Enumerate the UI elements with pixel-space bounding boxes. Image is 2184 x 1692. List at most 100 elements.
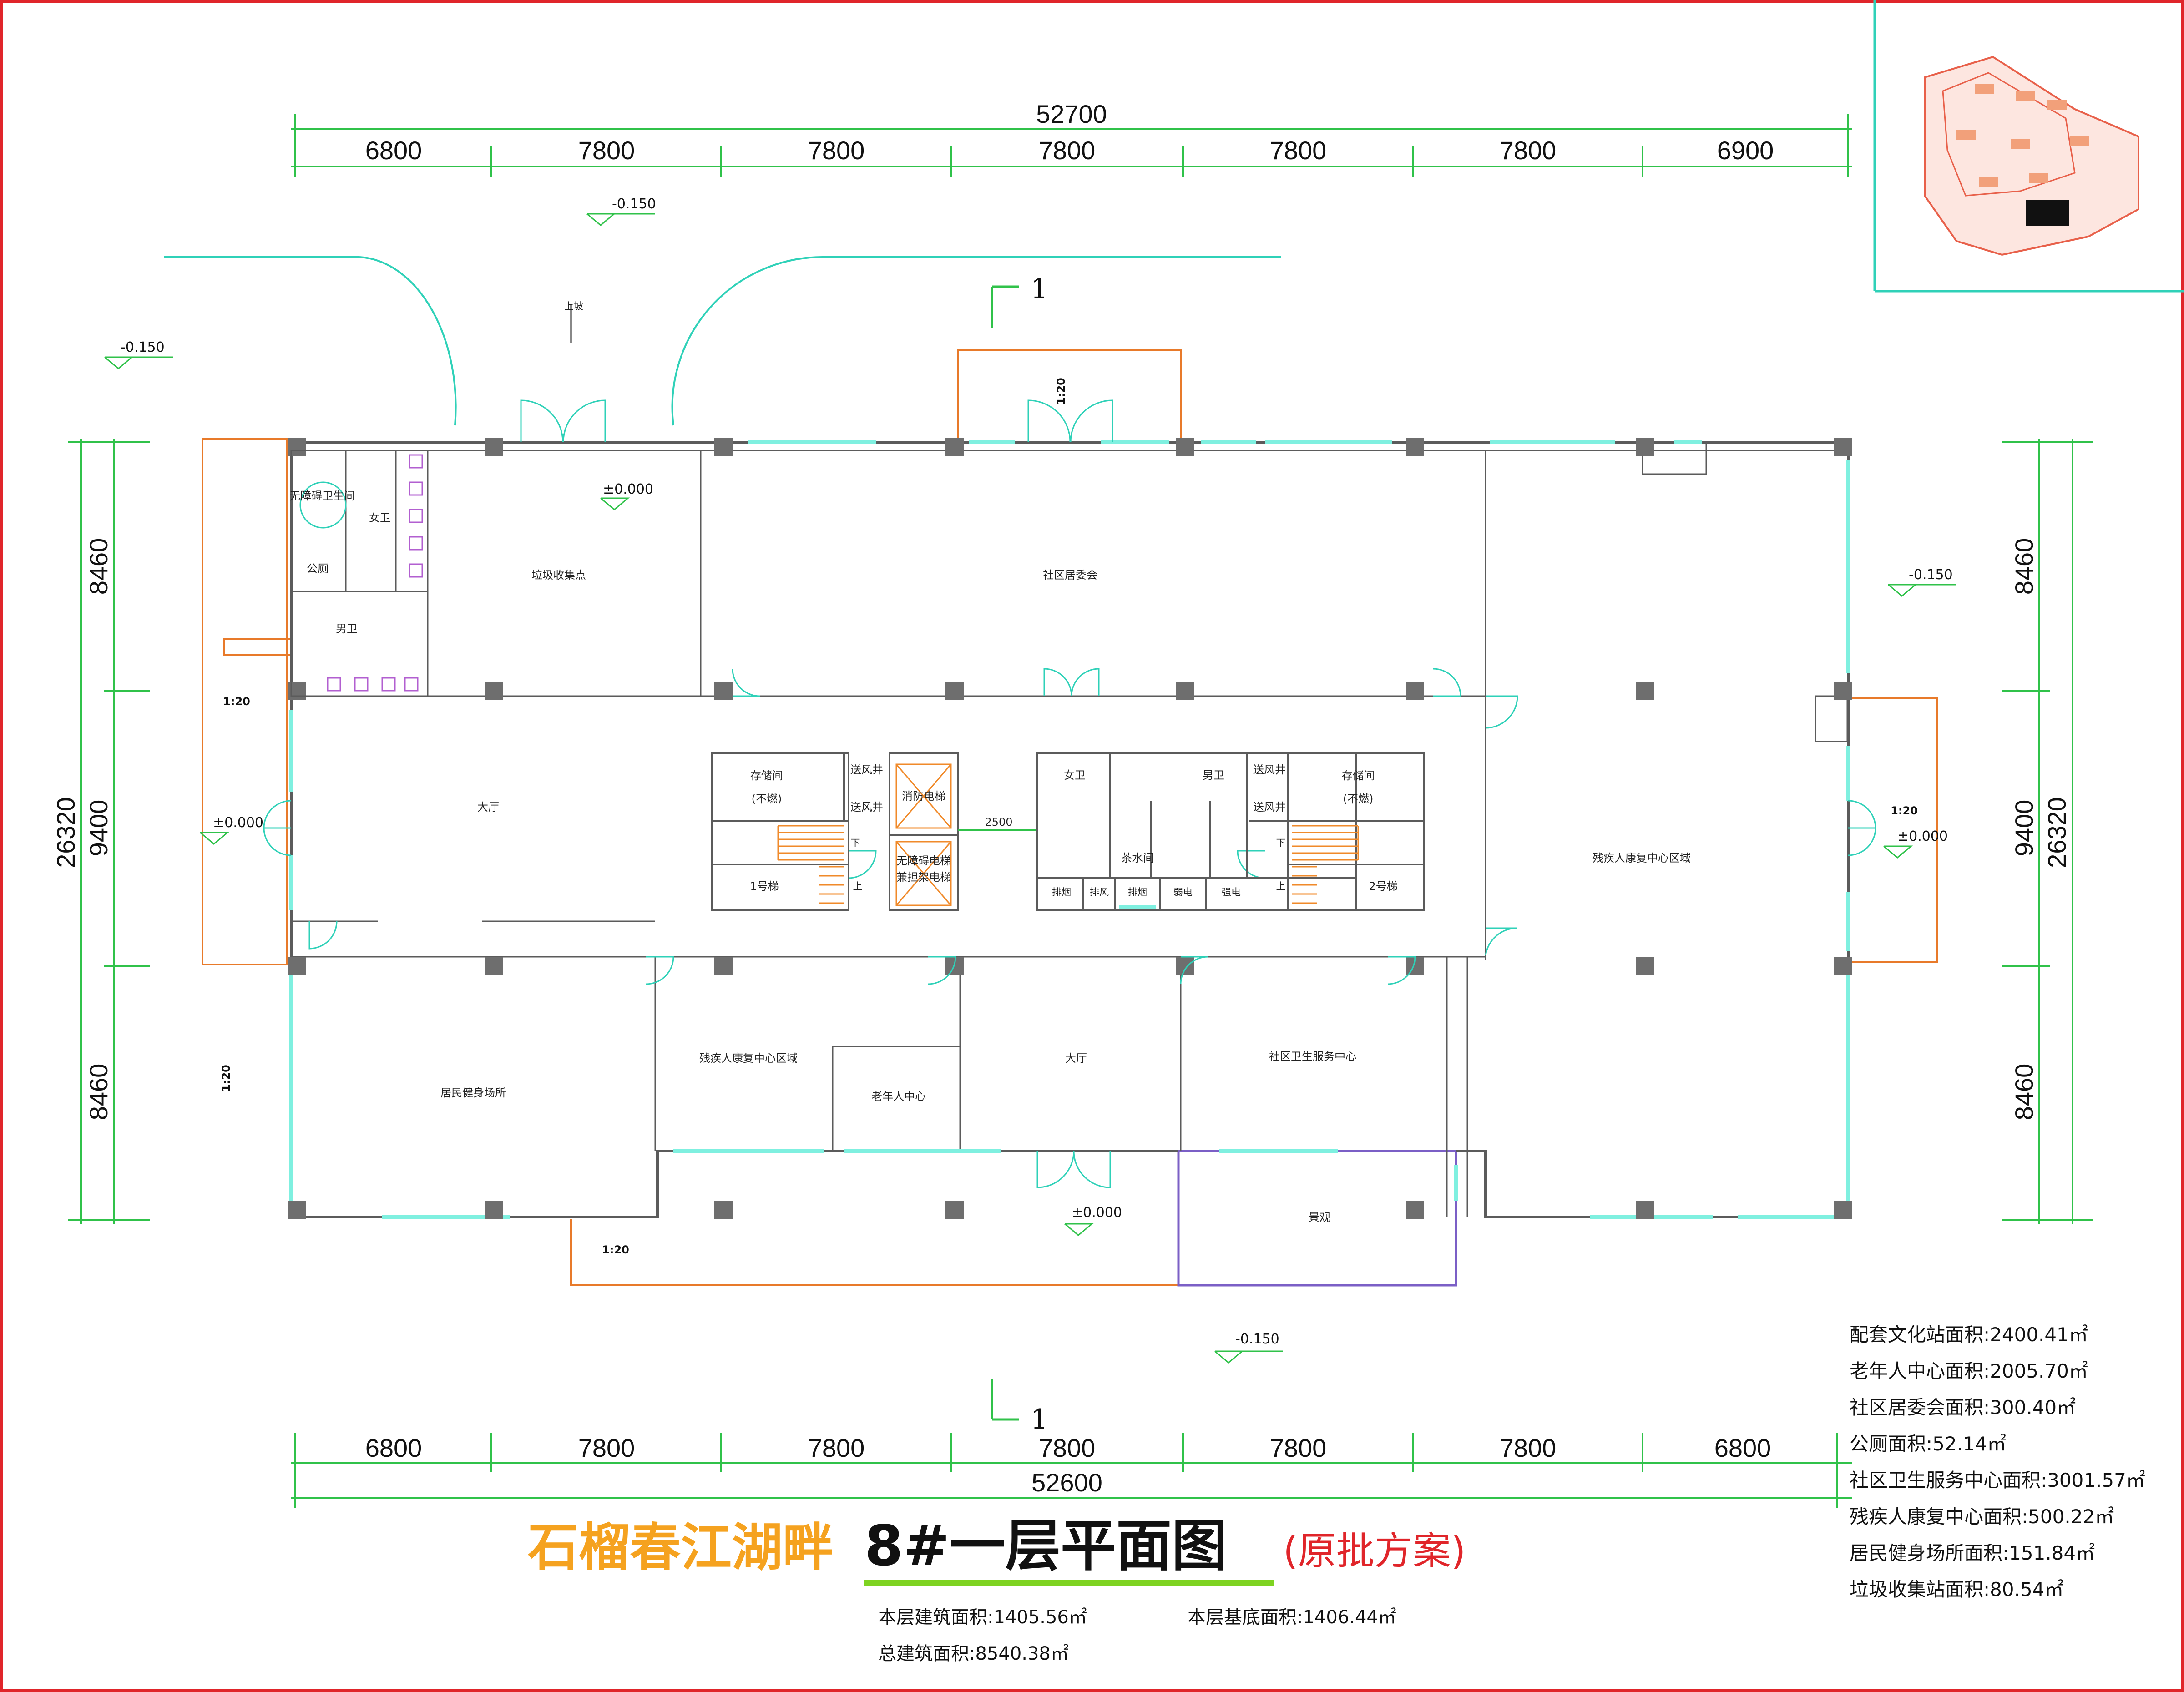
dim-top-7: 6900: [1717, 136, 1774, 165]
stair-2-up: 上: [1276, 881, 1286, 892]
left-dimension-line: [68, 439, 150, 1224]
room-fire-elevator: 消防电梯: [902, 790, 945, 803]
glazing: [289, 440, 1850, 1219]
room-female-wc-core: 女卫: [1064, 769, 1086, 782]
right-dimension-line: [2002, 439, 2093, 1224]
room-air-shaft-2: 送风井: [850, 801, 883, 813]
bottom-dimension-line: [291, 1433, 1852, 1508]
room-garbage: 垃圾收集点: [531, 569, 586, 581]
room-elderly: 老年人中心: [871, 1090, 926, 1103]
shaft-c: 排烟: [1128, 887, 1147, 898]
dim-top-total: 52700: [1036, 100, 1107, 128]
wc-block-west: [290, 450, 429, 697]
room-stair-1: 1号梯: [750, 880, 779, 893]
dim-right-2: 9400: [2010, 800, 2038, 857]
dim-top-2: 7800: [578, 136, 635, 165]
area-row-6: 残疾人康复中心面积:500.22㎡: [1850, 1505, 2114, 1528]
area-row-1: 配套文化站面积:2400.41㎡: [1850, 1323, 2088, 1346]
room-gym: 居民健身场所: [440, 1086, 506, 1099]
room-storage-left-note: (不燃): [752, 793, 782, 805]
dim-left-1: 8460: [84, 538, 113, 595]
summary-total-area: 总建筑面积:8540.38㎡: [878, 1643, 1069, 1664]
area-row-7: 居民健身场所面积:151.84㎡: [1850, 1542, 2095, 1564]
dim-right-1: 8460: [2010, 538, 2038, 595]
room-landscape: 景观: [1309, 1211, 1330, 1224]
site-paving-arcs: [164, 256, 1281, 426]
room-storage-left: 存储间: [750, 769, 783, 782]
room-acc-elevator-1: 无障碍电梯: [896, 854, 951, 867]
key-plan-inset: [1873, 0, 2184, 293]
section-mark-top: [991, 285, 1019, 328]
outdoor-platforms: [202, 349, 1938, 1286]
summary-floor-area: 本层建筑面积:1405.56㎡: [878, 1607, 1087, 1628]
dim-bottom-1: 6800: [365, 1434, 422, 1462]
area-row-4: 公厕面积:52.14㎡: [1850, 1433, 2006, 1455]
title-note: (原批方案): [1283, 1529, 1466, 1573]
room-air-shaft-3: 送风井: [1253, 763, 1286, 776]
ramp-north: 1:20: [1055, 378, 1067, 405]
ramp-west-bottom: 1:20: [220, 1065, 233, 1092]
room-male-wc: 男卫: [336, 622, 358, 635]
north-marker-label: 上坡: [564, 301, 583, 312]
summary-base-area: 本层基底面积:1406.44㎡: [1188, 1607, 1396, 1628]
room-air-shaft-1: 送风井: [850, 763, 883, 776]
section-label-bottom: 1: [1031, 1404, 1048, 1435]
core-west: [711, 752, 959, 911]
level-markers: [104, 213, 1956, 1364]
wc-fixtures: [327, 454, 423, 692]
shaft-e: 强电: [1222, 887, 1241, 898]
level-bottom-out: -0.150: [1235, 1331, 1279, 1347]
ramp-south: 1:20: [602, 1243, 629, 1256]
room-storage-right-note: (不燃): [1343, 793, 1374, 805]
dim-right-3: 8460: [2010, 1064, 2038, 1121]
room-clinic: 社区卫生服务中心: [1269, 1050, 1356, 1063]
dim-left-2: 9400: [84, 800, 113, 857]
room-committee: 社区居委会: [1043, 569, 1097, 581]
level-top-out: -0.150: [612, 196, 656, 212]
columns: [288, 438, 1852, 1219]
room-stair-2: 2号梯: [1369, 880, 1397, 893]
dim-left-3: 8460: [84, 1064, 113, 1121]
level-right-out: -0.150: [1909, 567, 1953, 583]
ramp-west-top: 1:20: [223, 695, 250, 708]
dim-bottom-4: 7800: [1039, 1434, 1096, 1462]
corridor-dimension: 2500: [985, 816, 1012, 828]
stair-1-treads: [777, 825, 844, 904]
stair-2-down: 下: [1276, 838, 1286, 849]
dim-left-total: 26320: [51, 797, 80, 868]
room-lobby-south: 大厅: [1065, 1052, 1087, 1065]
shaft-a: 排烟: [1052, 887, 1071, 898]
shaft-d: 弱电: [1173, 887, 1193, 898]
dim-bottom-5: 7800: [1270, 1434, 1327, 1462]
doors: [263, 399, 1876, 1188]
dim-top-6: 7800: [1500, 136, 1557, 165]
title-project: 石榴春江湖畔: [528, 1518, 834, 1577]
dim-bottom-7: 6800: [1714, 1434, 1771, 1462]
room-air-shaft-4: 送风井: [1253, 801, 1286, 813]
dim-bottom-6: 7800: [1500, 1434, 1557, 1462]
room-rehab-east: 残疾人康复中心区域: [1592, 852, 1691, 864]
room-male-wc-core: 男卫: [1203, 769, 1224, 782]
room-janitor: 公厕: [307, 562, 329, 575]
section-label-top: 1: [1031, 273, 1048, 305]
ramp-east: 1:20: [1891, 804, 1918, 817]
level-in-bottom: ±0.000: [1072, 1205, 1122, 1221]
dim-top-4: 7800: [1039, 136, 1096, 165]
room-accessible-wc: 无障碍卫生间: [289, 490, 355, 502]
room-storage-right: 存储间: [1342, 769, 1375, 782]
dim-top-3: 7800: [808, 136, 865, 165]
area-row-3: 社区居委会面积:300.40㎡: [1850, 1396, 2076, 1419]
stair-1-down: 下: [851, 838, 860, 849]
key-plan-highlight: [2026, 200, 2069, 226]
shaft-b: 排风: [1090, 887, 1109, 898]
area-row-5: 社区卫生服务中心面积:3001.57㎡: [1850, 1469, 2145, 1491]
dim-bottom-2: 7800: [578, 1434, 635, 1462]
room-acc-elevator-2: 兼担架电梯: [896, 871, 951, 884]
stair-2-treads: [1292, 825, 1359, 904]
top-dimension-line: [291, 114, 1852, 177]
section-mark-bottom: [991, 1379, 1019, 1421]
level-in-right: ±0.000: [1897, 828, 1948, 844]
dim-right-total: 26320: [2042, 797, 2071, 868]
